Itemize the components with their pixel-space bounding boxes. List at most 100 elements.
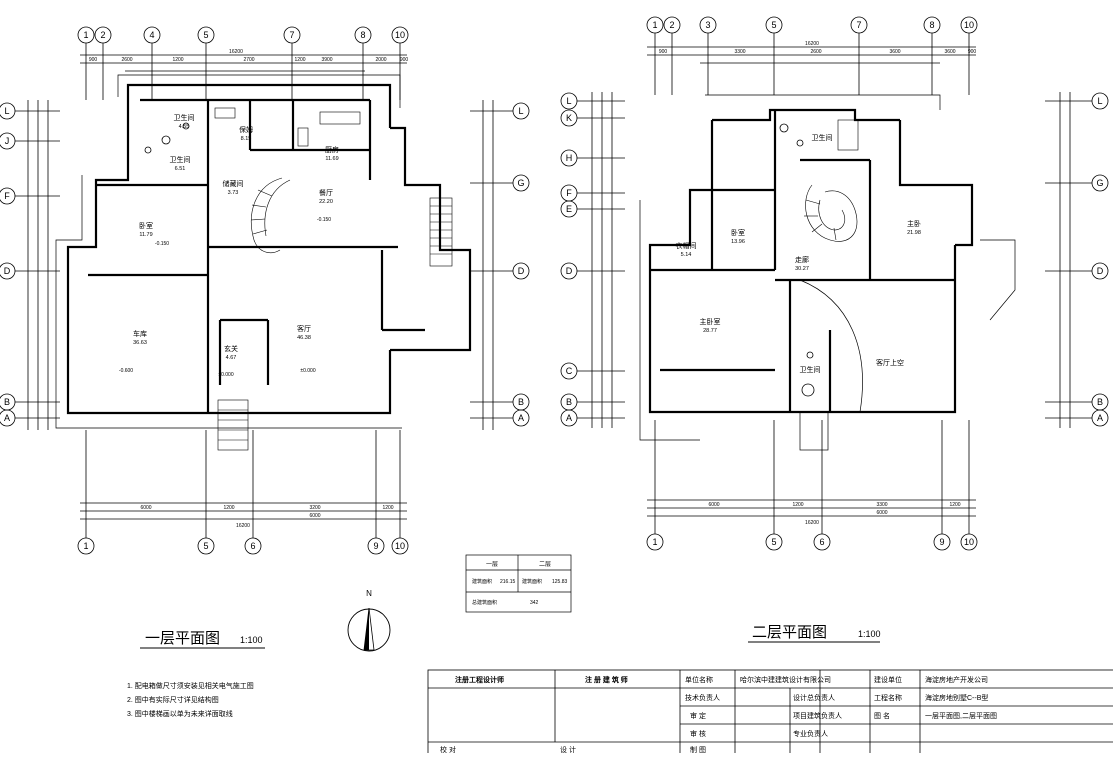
axis-label: 7 [289,30,294,40]
dimension: 3600 [889,49,900,55]
room-name: 卧室 [731,228,745,237]
axis-label: L [1097,96,1102,106]
room-name: 玄关 [224,344,238,353]
dimension: 3600 [944,49,955,55]
north-compass: N [347,589,391,652]
axis-label: 7 [856,20,861,30]
axis-label: 10 [395,30,405,40]
axis-label: 10 [395,541,405,551]
title-block-cell: 单位名称 [685,675,713,684]
title-block-cell: 哈尔滨中建建筑设计有限公司 [740,675,831,684]
room-area: 22.20 [319,199,333,205]
title-block-cell: 图 名 [874,711,890,720]
level-mark: -0.150 [317,217,331,223]
axis-label: A [4,413,10,423]
title-block [427,669,1113,758]
title-block-cell: 海淀房地产开发公司 [925,675,988,684]
dimension: 3300 [734,49,745,55]
dimension: 6000 [708,502,719,508]
axis-label: 3 [705,20,710,30]
title-block-cell: 工程名称 [874,693,902,702]
axis-label: 5 [203,541,208,551]
plan2-dimensions: 16200 900 3300 2600 3600 3600 900 6000 1… [659,41,977,526]
title-block-cell: 专业负责人 [793,729,828,738]
axis-label: E [566,204,572,214]
dimension: 6000 [309,513,320,519]
plan2-rooms: 卫生间 主卧 21.98 卧室 13.96 衣帽间 5.14 走廊 30.27 … [676,133,922,374]
dimension: 1200 [223,505,234,511]
room-name: 厨房 [325,145,339,154]
dimension: 6000 [876,510,887,516]
room-area: 28.77 [703,328,717,334]
title-block-cell: 制 图 [690,745,706,753]
axis-label: L [566,96,571,106]
dimension: 2600 [810,49,821,55]
area-table-cell: 建筑面积 [522,578,542,585]
room-area: 21.98 [907,230,921,236]
axis-label: C [566,366,573,376]
title-block-cell: 技术负责人 [685,693,720,702]
top-axis-bubbles [77,26,409,100]
title-block-cell: 注 册 建 筑 师 [585,675,628,684]
room-name: 卫生间 [800,365,821,374]
title-block-cell: 海淀房地别墅C--B型 [925,693,988,702]
title-block-cell: 设计总负责人 [793,693,835,702]
area-table-cell: 建筑面积 [472,578,492,585]
room-name: 客厅上空 [876,358,904,367]
axis-label: L [518,106,523,116]
axis-label: 2 [100,30,105,40]
axis-label: F [566,188,572,198]
axis-label: D [1097,266,1104,276]
dimension: 2600 [121,57,132,63]
level-mark: ±0.000 [300,368,315,374]
plan2-axis-labels: 1 2 3 5 7 8 10 1 5 6 9 10 L K H F E D C … [566,20,1104,547]
room-name: 车库 [133,329,147,338]
axis-label: H [566,153,573,163]
dimension: 3900 [321,57,332,63]
room-area: 4.55 [179,124,190,130]
title-block-cell: 审 核 [690,729,706,738]
axis-label: 1 [652,537,657,547]
dimension-total: 16200 [229,49,243,55]
room-name: 主卧室 [700,317,721,326]
axis-label: 4 [149,30,154,40]
room-area: 6.51 [175,166,186,172]
room-name: 保姆 [239,125,253,134]
room-area: 5.14 [681,252,692,258]
level-mark: -0.600 [119,368,133,374]
axis-label: J [5,136,10,146]
dimension: 3200 [309,505,320,511]
room-area: 30.27 [795,266,809,272]
area-table-header: 二层 [539,561,551,568]
room-name: 卧室 [139,221,153,230]
room-name: 储藏间 [223,179,244,188]
area-table [465,554,572,613]
title-block-cell: 校 对 [440,745,456,753]
dimension: 1200 [792,502,803,508]
axis-label: G [517,178,524,188]
title-block-cell: 审 定 [690,711,706,720]
note-line: 1. 配电箱做尺寸须安装见相关电气施工图 [127,681,254,690]
title-block-cell: 一层平面图,二层平面图 [925,712,997,720]
axis-label: 10 [964,537,974,547]
area-table-cell: 125.83 [552,579,568,585]
general-notes: 1. 配电箱做尺寸须安装见相关电气施工图 2. 图中有实际尺寸详见结构图 3. … [127,681,254,718]
plan-first-floor [0,26,530,555]
dimension-total: 16200 [236,523,250,529]
axis-label: B [1097,397,1103,407]
area-table-cell: 216.15 [500,579,516,585]
note-line: 2. 图中有实际尺寸详见结构图 [127,695,219,704]
axis-label: 6 [819,537,824,547]
north-label: N [366,589,372,598]
room-name: 衣帽间 [676,241,697,250]
axis-label: 2 [669,20,674,30]
axis-label: 5 [203,30,208,40]
room-area: 11.69 [325,156,338,162]
plan1-axis-labels: 1 2 4 5 7 8 10 1 5 6 9 10 L J F D B A L … [4,30,525,551]
plan-title: 一层平面图 [145,630,220,647]
axis-label: A [566,413,572,423]
room-area: 11.79 [139,232,152,238]
dimension-total: 16200 [805,41,819,47]
axis-label: D [566,266,573,276]
